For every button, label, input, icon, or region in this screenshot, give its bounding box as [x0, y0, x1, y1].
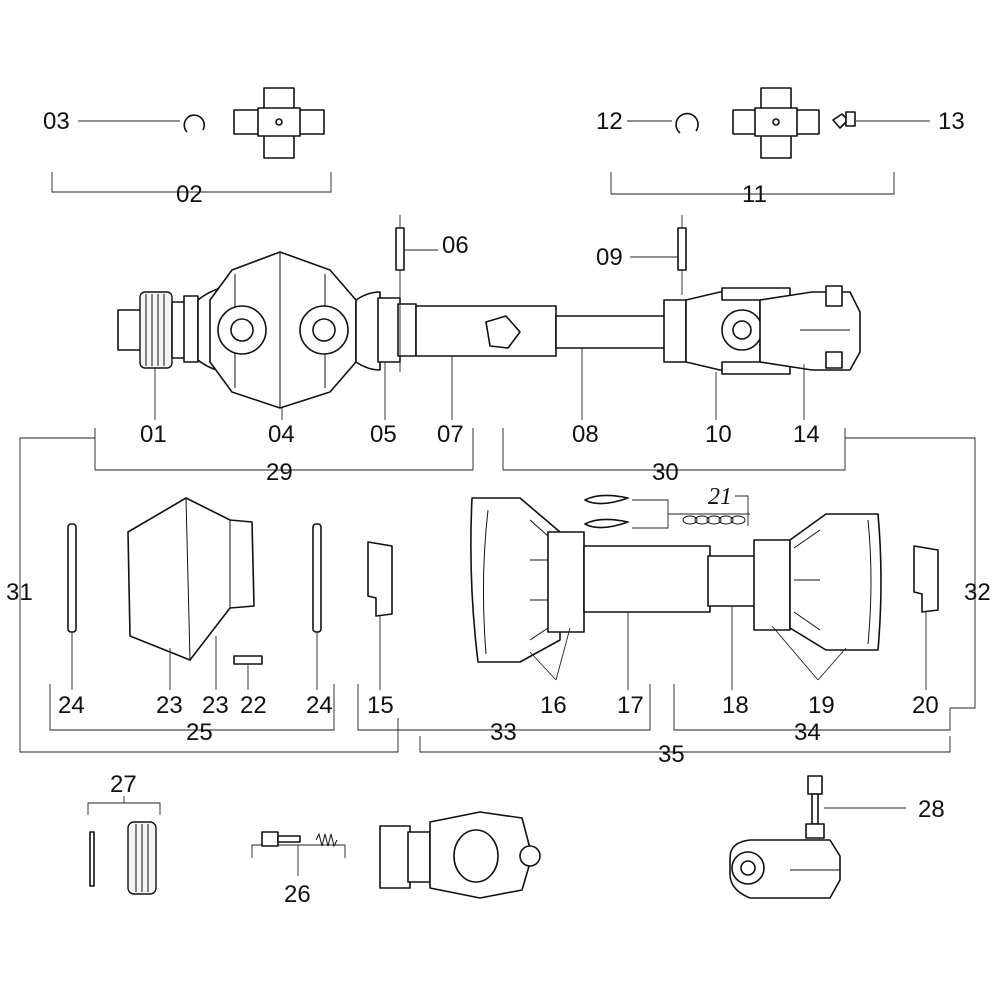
label-08: 08: [572, 421, 599, 448]
label-11: 11: [742, 181, 767, 208]
bracket-31: [19, 437, 399, 753]
label-18: 18: [722, 692, 749, 719]
label-22: 22: [240, 692, 267, 719]
label-05: 05: [370, 421, 397, 448]
bracket-30: [502, 428, 846, 471]
label-25: 25: [186, 719, 213, 746]
cross-spider-11: [732, 87, 820, 159]
label-09: 09: [596, 244, 623, 271]
label-24-left: 24: [58, 692, 85, 719]
label-19: 19: [808, 692, 835, 719]
bracket-11: [610, 172, 895, 195]
bracket-25: [49, 684, 335, 731]
label-31: 31: [6, 579, 33, 606]
label-27: 27: [110, 771, 137, 798]
bracket-34: [673, 684, 951, 731]
label-24-right: 24: [306, 692, 333, 719]
cross-spider-02: [233, 87, 325, 159]
label-14: 14: [793, 421, 820, 448]
label-10: 10: [705, 421, 732, 448]
bracket-33: [357, 684, 651, 731]
part-labels: 03 02 12 13 11 06 09 01 04 05 07 08 10 1…: [6, 108, 991, 908]
bracket-32: [845, 437, 976, 709]
label-07: 07: [437, 421, 464, 448]
label-02: 02: [176, 181, 203, 208]
circlip-12: [627, 112, 699, 134]
circlip-03: [78, 114, 206, 133]
label-21: 21: [708, 484, 732, 510]
bracket-29: [94, 428, 474, 471]
label-23-left: 23: [156, 692, 183, 719]
label-33: 33: [490, 719, 517, 746]
label-29: 29: [266, 459, 293, 486]
label-20: 20: [912, 692, 939, 719]
label-28: 28: [918, 796, 945, 823]
label-12: 12: [596, 108, 623, 135]
bracket-35: [419, 736, 951, 753]
label-34: 34: [794, 719, 821, 746]
bracket-02: [51, 172, 332, 193]
label-30: 30: [652, 459, 679, 486]
label-16: 16: [540, 692, 567, 719]
label-35: 35: [658, 741, 685, 768]
label-04: 04: [268, 421, 295, 448]
label-15: 15: [367, 692, 394, 719]
label-26: 26: [284, 881, 311, 908]
label-23-right: 23: [202, 692, 229, 719]
label-13: 13: [938, 108, 965, 135]
label-06: 06: [442, 232, 469, 259]
label-32: 32: [964, 579, 991, 606]
label-01: 01: [140, 421, 167, 448]
guard-parts: [67, 497, 393, 690]
grease-nipple-13: [832, 111, 930, 129]
label-17: 17: [617, 692, 644, 719]
guard-tubes: [470, 494, 939, 690]
bottom-parts: [87, 775, 906, 899]
label-03: 03: [43, 108, 70, 135]
leaders-shaft: [154, 348, 805, 420]
shaft-assembly: [117, 215, 861, 409]
